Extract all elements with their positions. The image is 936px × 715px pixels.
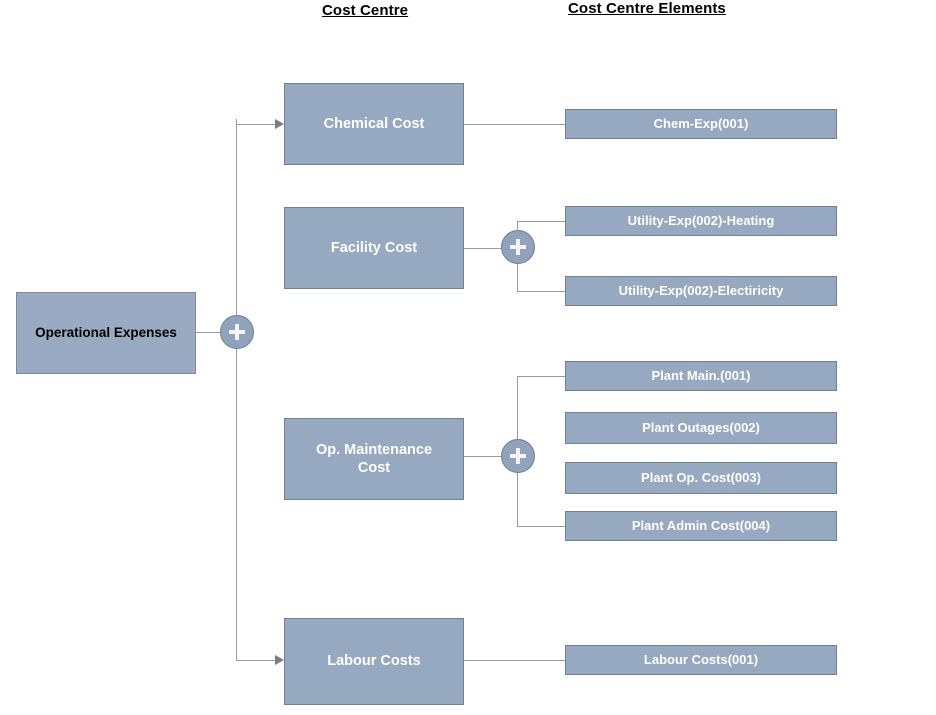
node-operational-expenses[interactable]: Operational Expenses <box>16 292 196 374</box>
connector-labour-to-labour-costs-001 <box>464 660 565 661</box>
element-plant-outages-002[interactable]: Plant Outages(002) <box>565 412 837 444</box>
element-plant-outages-002-label: Plant Outages(002) <box>642 419 760 435</box>
node-chemical-cost-label: Chemical Cost <box>323 115 425 132</box>
node-facility-cost-label: Facility Cost <box>330 239 418 256</box>
junction-plus-maintenance[interactable] <box>501 439 535 473</box>
connector-maintenance-spine-upper <box>517 376 518 439</box>
node-op-maintenance-cost[interactable]: Op. Maintenance Cost <box>284 418 464 500</box>
junction-plus-facility[interactable] <box>501 230 535 264</box>
connector-trunk-to-labour <box>236 660 278 661</box>
connector-maintenance-to-plus <box>464 456 501 457</box>
element-labour-costs-001[interactable]: Labour Costs(001) <box>565 645 837 675</box>
node-labour-costs-label: Labour Costs <box>327 653 421 670</box>
connector-facility-to-plus <box>464 248 501 249</box>
node-operational-expenses-label: Operational Expenses <box>35 324 177 340</box>
element-plant-admin-cost-004[interactable]: Plant Admin Cost(004) <box>565 511 837 541</box>
element-utility-exp-002-electricity-label: Utility-Exp(002)-Electiricity <box>618 282 784 298</box>
arrow-to-labour-costs <box>275 655 284 665</box>
element-utility-exp-002-electricity[interactable]: Utility-Exp(002)-Electiricity <box>565 276 837 306</box>
column-header-cost-centre: Cost Centre <box>322 2 409 19</box>
element-plant-admin-cost-004-label: Plant Admin Cost(004) <box>631 517 771 533</box>
connector-maintenance-to-plant-admin <box>517 526 565 527</box>
arrow-to-chemical-cost <box>275 119 284 129</box>
connector-maintenance-to-plant-main <box>517 376 565 377</box>
connector-chemical-to-chem-exp <box>464 124 565 125</box>
connector-facility-spine-lower <box>517 264 518 292</box>
element-utility-exp-002-heating-label: Utility-Exp(002)-Heating <box>627 212 775 228</box>
junction-plus-root[interactable] <box>220 315 254 349</box>
element-plant-op-cost-003[interactable]: Plant Op. Cost(003) <box>565 462 837 494</box>
connector-facility-to-heating <box>517 221 565 222</box>
node-facility-cost[interactable]: Facility Cost <box>284 207 464 289</box>
element-chem-exp-001-label: Chem-Exp(001) <box>653 115 749 131</box>
element-utility-exp-002-heating[interactable]: Utility-Exp(002)-Heating <box>565 206 837 236</box>
node-labour-costs[interactable]: Labour Costs <box>284 618 464 705</box>
connector-trunk-lower <box>236 349 237 660</box>
connector-maintenance-spine-lower <box>517 473 518 526</box>
connector-root-to-plus <box>196 332 220 333</box>
connector-facility-spine-upper <box>517 221 518 230</box>
element-plant-main-001-label: Plant Main.(001) <box>651 367 751 383</box>
element-chem-exp-001[interactable]: Chem-Exp(001) <box>565 109 837 139</box>
connector-trunk-upper <box>236 119 237 315</box>
element-plant-main-001[interactable]: Plant Main.(001) <box>565 361 837 391</box>
column-header-cost-centre-elements: Cost Centre Elements <box>568 0 726 17</box>
element-labour-costs-001-label: Labour Costs(001) <box>643 651 759 667</box>
node-chemical-cost[interactable]: Chemical Cost <box>284 83 464 165</box>
element-plant-op-cost-003-label: Plant Op. Cost(003) <box>641 469 761 485</box>
node-op-maintenance-cost-label: Op. Maintenance Cost <box>315 441 433 476</box>
connector-facility-to-electricity <box>517 291 565 292</box>
connector-trunk-to-chemical <box>236 124 278 125</box>
